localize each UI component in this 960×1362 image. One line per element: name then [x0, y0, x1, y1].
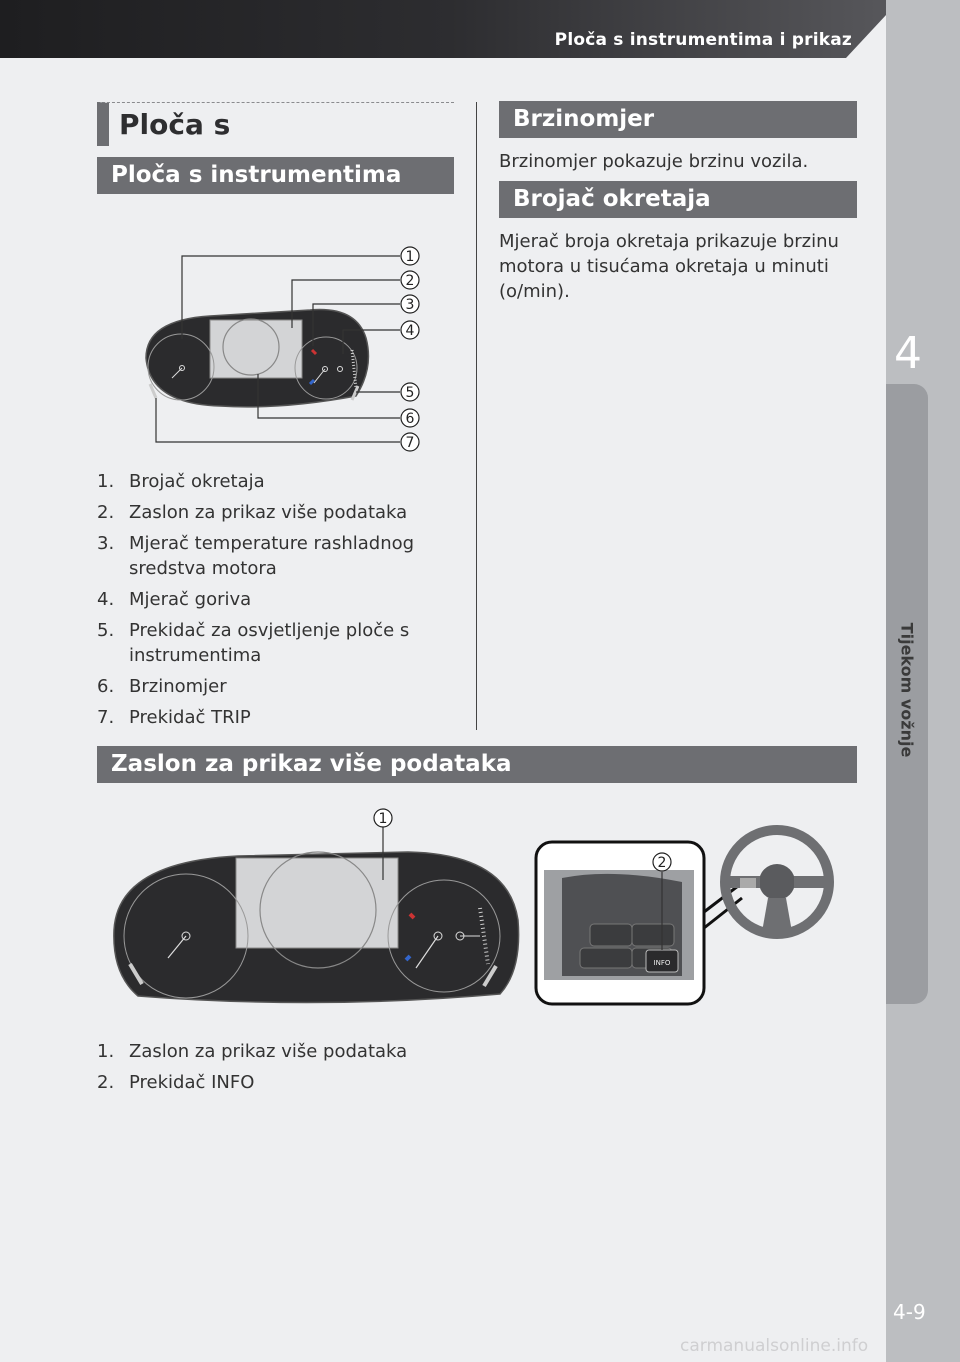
multi-display-list: 1.Zaslon za prikaz više podataka 2.Preki… — [97, 1039, 497, 1101]
chapter-number: 4 — [894, 328, 922, 379]
page-number: 4-9 — [893, 1300, 926, 1324]
callout-4: 4 — [406, 323, 415, 339]
list-item: 5.Prekidač za osvjetljenje ploče s instr… — [97, 620, 410, 666]
list-item: 2.Zaslon za prikaz više podataka — [97, 502, 408, 523]
column-divider — [476, 102, 477, 730]
instrument-panel-illustration: 1 2 3 4 5 6 7 — [145, 246, 420, 452]
list-item: 7.Prekidač TRIP — [97, 707, 251, 728]
list-item: 6.Brzinomjer — [97, 676, 227, 697]
watermark: carmanualsonline.info — [680, 1336, 869, 1356]
steering-wheel-illustration: INFO 2 — [534, 825, 834, 1006]
list-item: 3.Mjerač temperature rashladnog sredstva… — [97, 533, 415, 579]
speedometer-text: Brzinomjer pokazuje brzinu vozila. — [499, 151, 809, 172]
header-bar — [0, 0, 900, 58]
multi-display-heading: Zaslon za prikaz više podataka — [97, 746, 857, 783]
speedometer-heading: Brzinomjer — [499, 101, 857, 138]
callout-2: 2 — [406, 273, 415, 289]
list-item: 1.Zaslon za prikaz više podataka — [97, 1041, 408, 1062]
section-title: Ploča s instrumentima — [97, 102, 454, 185]
callout-6: 6 — [406, 411, 415, 427]
callout-1: 1 — [406, 249, 415, 265]
tachometer-heading: Brojač okretaja — [499, 181, 857, 218]
chapter-label: Tijekom vožnje — [897, 622, 917, 758]
instrument-panel-list: 1.Brojač okretaja 2.Zaslon za prikaz viš… — [97, 469, 467, 736]
header-title: Ploča s instrumentima i prikaz — [554, 30, 852, 50]
callout-1: 1 — [379, 811, 388, 827]
callout-5: 5 — [406, 385, 415, 401]
list-item: 2.Prekidač INFO — [97, 1072, 255, 1093]
info-switch-label: INFO — [654, 959, 671, 967]
callout-2: 2 — [658, 855, 667, 871]
list-item: 4.Mjerač goriva — [97, 589, 252, 610]
list-item: 1.Brojač okretaja — [97, 471, 265, 492]
tachometer-text: Mjerač broja okretaja prikazuje brzinu m… — [499, 231, 839, 302]
callout-7: 7 — [406, 435, 415, 451]
chapter-tab[interactable] — [886, 384, 928, 1004]
instrument-panel-heading: Ploča s instrumentima — [97, 157, 454, 194]
multi-display-illustration: 1 — [113, 808, 520, 1004]
callout-3: 3 — [406, 297, 415, 313]
